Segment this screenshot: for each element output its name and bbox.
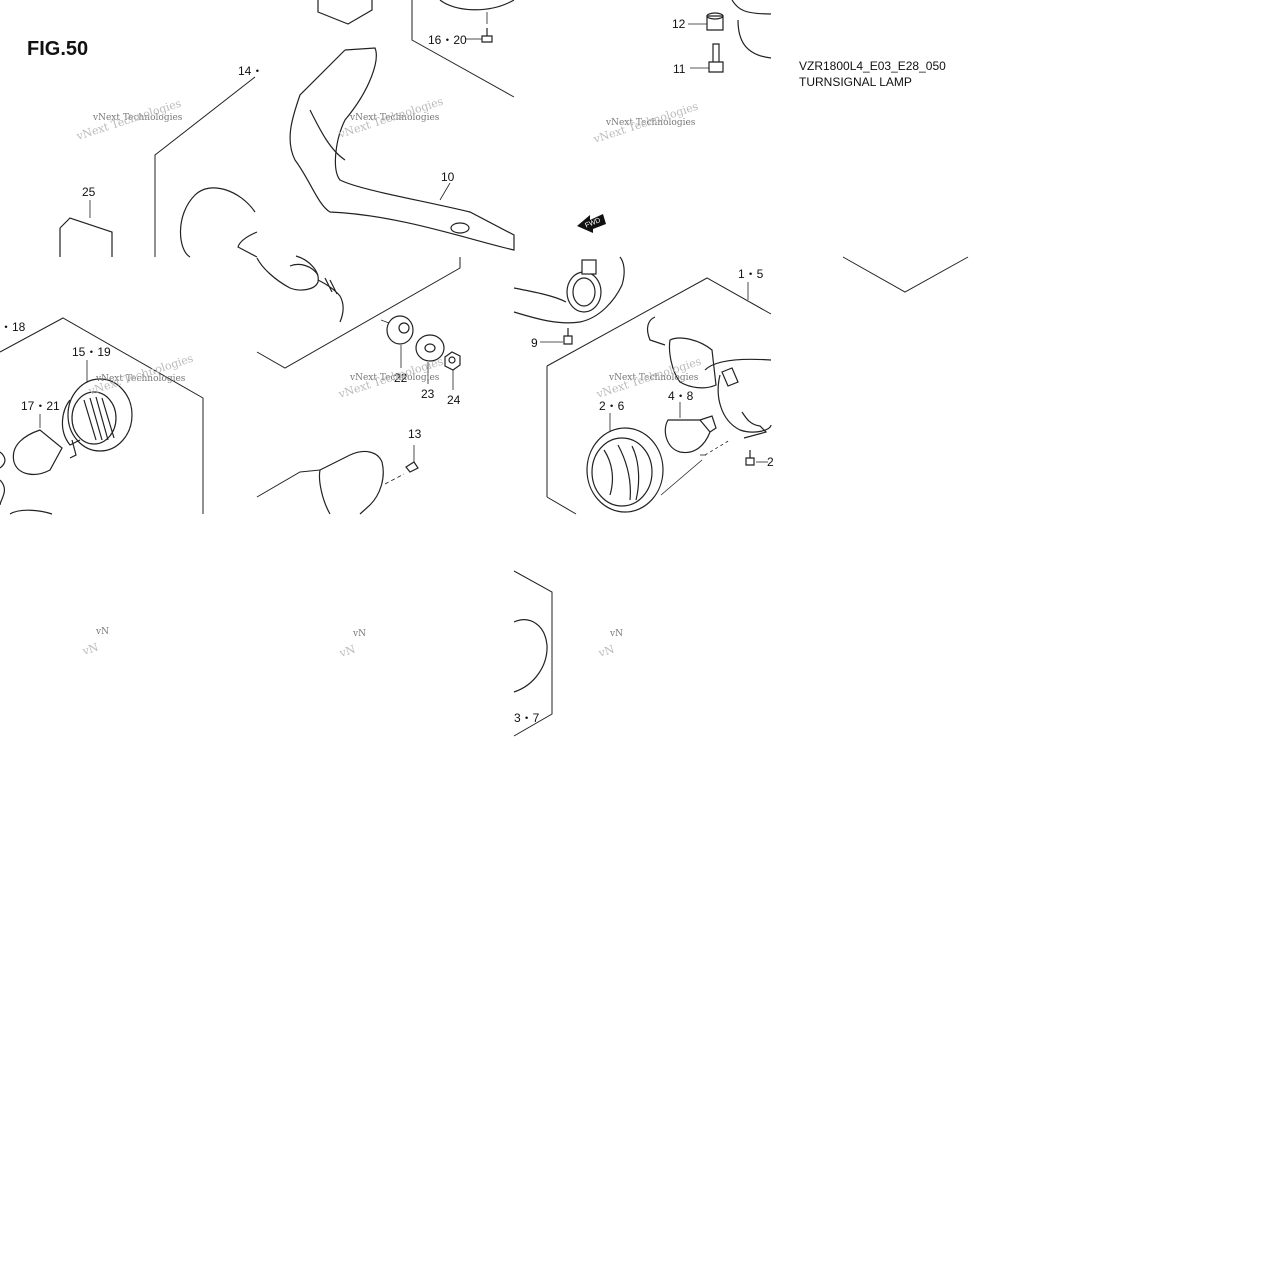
callout-1-5: 1・5 (738, 267, 764, 281)
tile-bottom-row: vN vN vN vN vN vN 3・7 (80, 570, 623, 737)
callout-23: 23 (421, 387, 435, 401)
callout-12: 12 (672, 17, 686, 31)
grommet-12 (706, 15, 724, 31)
callout-10: 10 (441, 170, 455, 184)
group-frame-rear (154, 76, 256, 257)
watermark-truncated: vN (609, 629, 623, 639)
group-frame-right-lamp (546, 277, 772, 367)
tile-top-middle: 16・20 10 vNext Technologies vNext Techno… (237, 0, 515, 258)
group-frame-left-lamp (0, 317, 204, 514)
bracket-10 (289, 47, 515, 251)
frame-v-segment (842, 256, 969, 293)
relay-25 (59, 217, 113, 257)
cover-right (731, 0, 772, 59)
housing-body (668, 337, 717, 389)
watermark-truncated-shadow: vN (596, 642, 616, 660)
screw-13 (405, 461, 419, 473)
screw-9 (563, 328, 573, 345)
watermark: vNext Technologies (349, 113, 440, 123)
callout-11: 11 (673, 62, 686, 76)
tile-top-left: 25 14・ vNext Technologies vNext Technolo… (59, 64, 263, 258)
lower-lens-fragment (513, 619, 548, 693)
watermark: vNext Technologies (95, 374, 186, 384)
callout-14: 14・ (238, 64, 263, 78)
tile-middle-left: ・18 15・19 17・21 vNext Technologies vNext… (0, 317, 204, 515)
bulb-17-21 (12, 429, 63, 476)
callout-25: 25 (82, 185, 96, 199)
watermark: vNext Technologies (608, 373, 699, 383)
lamp-wire (317, 277, 344, 323)
tile-middle-right: 9 1・5 2・6 4・8 2 vNext Technologies vNext (513, 256, 774, 515)
group-frame-upper (411, 0, 515, 98)
figure-number: FIG.50 (27, 38, 88, 60)
section-title: TURNSIGNAL LAMP (799, 75, 912, 89)
fender-edge (513, 256, 625, 324)
callout-2-6: 2・6 (599, 399, 625, 413)
relay-top (317, 0, 373, 25)
watermark-truncated-shadow: vN (80, 640, 100, 658)
callout-3-7: 3・7 (514, 711, 540, 725)
lamp-stem-top (237, 231, 258, 258)
group-frame-lower (513, 570, 553, 737)
callout-24: 24 (447, 393, 461, 407)
lamp-housing (256, 255, 319, 291)
callout-9: 9 (531, 336, 538, 350)
callout-15-19: 15・19 (72, 345, 111, 359)
bulb-4-8 (664, 419, 711, 454)
socket-15-19 (67, 378, 133, 452)
rear-lens-outline (179, 187, 256, 258)
screw-16-20 (481, 28, 493, 43)
callout-4-8: 4・8 (668, 389, 694, 403)
model-code: VZR1800L4_E03_E28_050 (799, 59, 946, 73)
callout-13: 13 (408, 427, 422, 441)
lens-ridges (603, 444, 640, 501)
callout-22: 22 (394, 371, 408, 385)
watermark-truncated-shadow: vN (337, 642, 357, 660)
bracket-hole (450, 222, 470, 234)
callout-18: ・18 (0, 320, 26, 334)
callout-16-20: 16・20 (428, 33, 467, 47)
watermark-truncated: vN (95, 627, 109, 637)
lens-edge-left (0, 451, 53, 515)
cover-edge (439, 0, 515, 11)
wire (646, 316, 666, 346)
watermark-truncated: vN (352, 629, 366, 639)
callout-17-21: 17・21 (21, 399, 60, 413)
tile-top-right: 12 11 FWD vNext Technologies vNext Techn… (577, 0, 969, 293)
tile-center: 22 23 24 13 vNext Technologies vNext Tec… (256, 255, 461, 515)
fwd-arrow-icon: FWD (577, 214, 606, 233)
watermark: vNext Technologies (349, 373, 440, 383)
nut-24 (444, 351, 461, 371)
cover-lower (318, 450, 384, 515)
screw-3-7 (745, 450, 755, 466)
callout-2-truncated: 2 (767, 455, 774, 469)
group-frame-bottom (256, 469, 321, 498)
bolt-11 (708, 43, 724, 73)
group-frame-mount (256, 257, 461, 369)
washer-23 (415, 334, 445, 362)
mount-clip (581, 259, 597, 275)
watermark: vNext Technologies (605, 118, 696, 128)
bracket-10-inner (309, 109, 346, 161)
housing-right (704, 358, 772, 433)
watermark: vNext Technologies (92, 113, 183, 123)
